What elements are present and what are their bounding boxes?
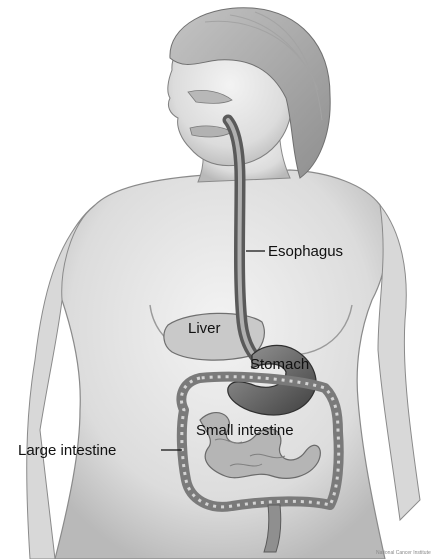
label-large-intestine: Large intestine <box>18 443 116 458</box>
label-liver: Liver <box>188 321 221 336</box>
label-small-intestine: Small intestine <box>196 423 294 438</box>
arm-right <box>378 205 420 520</box>
label-stomach: Stomach <box>250 357 309 372</box>
credit-text: National Cancer Institute <box>376 550 431 556</box>
label-esophagus: Esophagus <box>268 244 343 259</box>
